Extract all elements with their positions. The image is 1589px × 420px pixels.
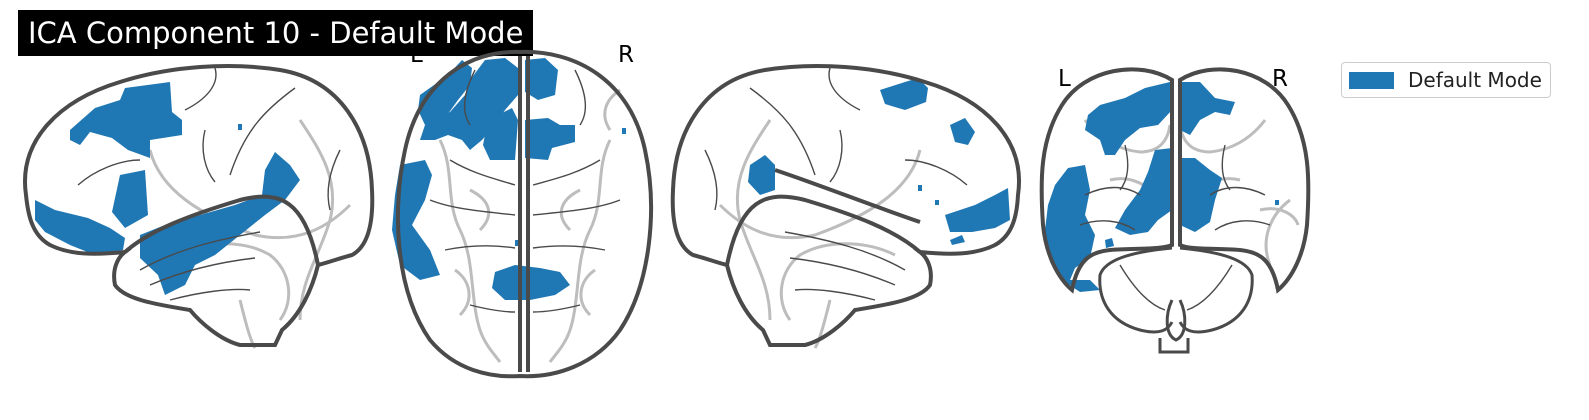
coronal-view <box>1039 67 1311 354</box>
coronal-right-label: R <box>1272 66 1288 92</box>
sagittal-left-view <box>23 64 375 349</box>
coronal-left-label: L <box>1058 66 1071 92</box>
legend-label: Default Mode <box>1408 68 1542 92</box>
deep-structures <box>718 119 922 349</box>
sulcus-lines <box>429 69 621 313</box>
axial-left-label: L <box>410 42 423 68</box>
activation-overlay <box>1045 82 1279 292</box>
activation-overlay <box>392 58 626 300</box>
legend-swatch <box>1349 71 1394 89</box>
sagittal-right-view <box>670 64 1021 349</box>
brain-outline <box>1039 67 1311 294</box>
axial-right-label: R <box>618 42 634 68</box>
brain-outline <box>23 64 375 347</box>
sulcus-lines <box>1079 144 1271 311</box>
axial-view <box>392 49 653 379</box>
brain-outline <box>670 64 1021 347</box>
legend: Default Mode <box>1341 62 1551 98</box>
activation-overlay <box>748 78 1010 245</box>
sulcus-lines <box>704 67 968 301</box>
activation-overlay <box>35 82 300 295</box>
brain-outline <box>1098 246 1254 354</box>
brain-outline <box>395 49 653 379</box>
sulcus-lines <box>77 67 341 301</box>
figure-title: ICA Component 10 - Default Mode <box>18 10 534 56</box>
